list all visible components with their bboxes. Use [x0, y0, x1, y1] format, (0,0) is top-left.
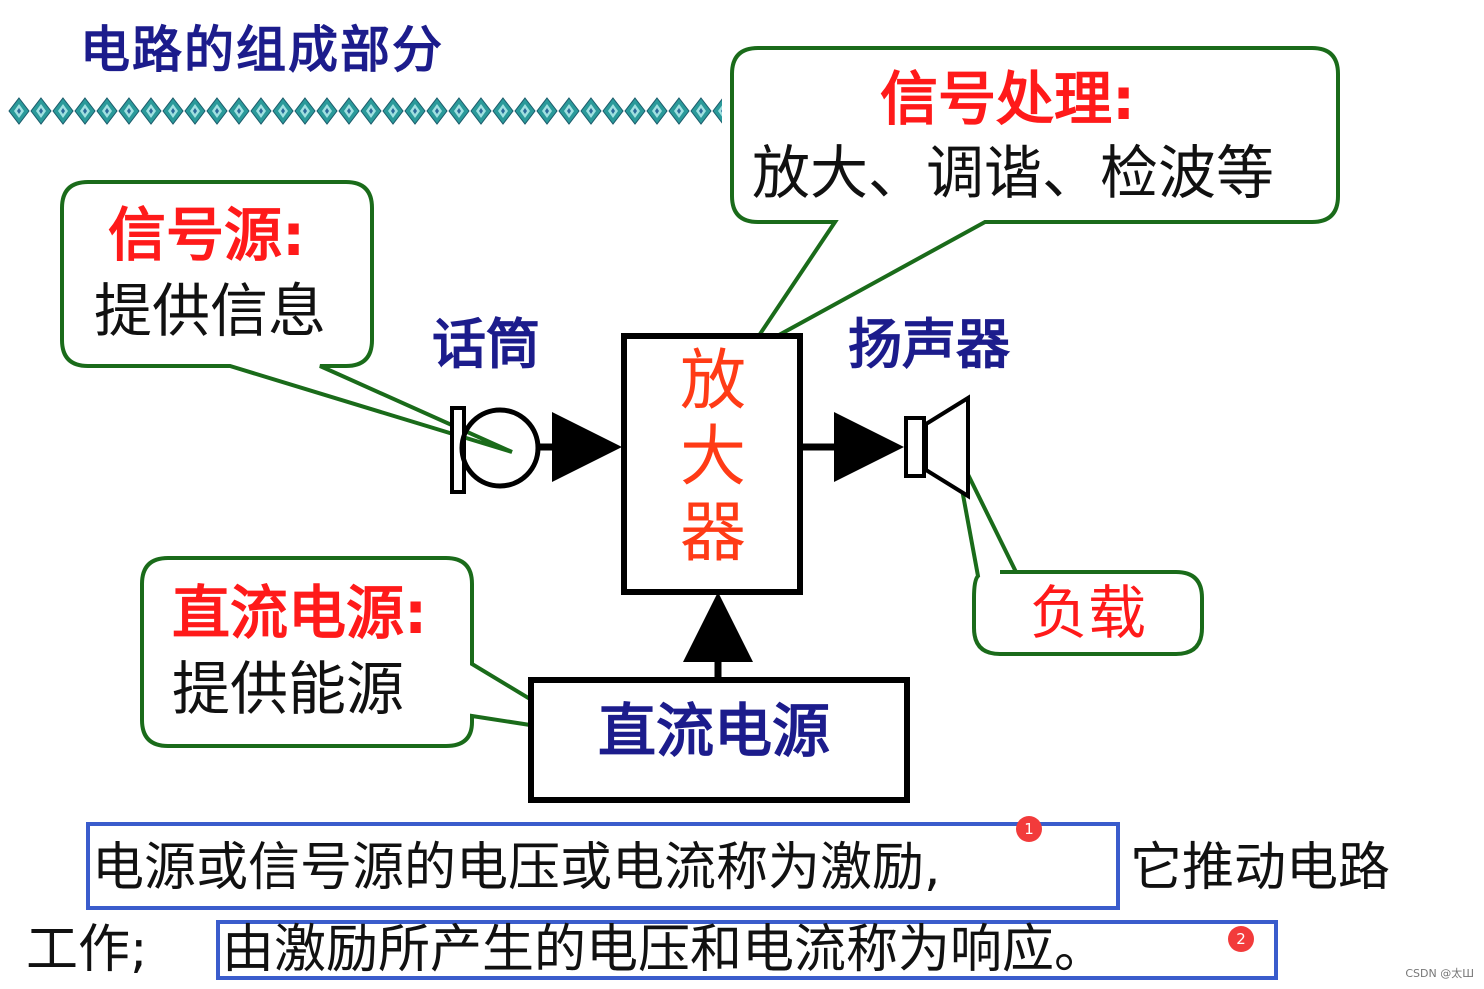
signal-source-body: 提供信息 — [94, 277, 327, 345]
excitation-text-continued: 它推动电路 — [1130, 838, 1391, 898]
annotation-marker-1[interactable]: 1 — [1016, 816, 1042, 842]
dc-supply-callout-shape — [140, 556, 590, 748]
dc-supply-body: 提供能源 — [172, 655, 405, 723]
response-text: 由激励所产生的电压和电流称为响应。 — [222, 920, 1107, 980]
load-callout-shape — [952, 445, 1204, 656]
dc-supply-box — [528, 677, 910, 803]
dc-supply-heading: 直流电源: — [172, 579, 428, 647]
diamond-divider — [8, 96, 722, 126]
highlight-box-excitation — [86, 822, 1120, 910]
excitation-text: 电源或信号源的电压或电流称为激励, — [92, 838, 941, 898]
watermark: CSDN @太Ш — [1405, 967, 1474, 980]
dc-supply-label: 直流电源 — [598, 697, 831, 765]
amplifier-label-char-2: 大 — [680, 418, 746, 495]
speaker-icon — [904, 394, 970, 500]
signal-processing-heading: 信号处理: — [880, 65, 1136, 133]
load-heading: 负载 — [1030, 579, 1147, 647]
signal-source-heading: 信号源: — [108, 201, 306, 269]
signal-processing-body: 放大、调谐、检波等 — [752, 139, 1275, 207]
work-text: 工作; — [26, 920, 148, 980]
signal-source-callout-shape — [60, 180, 513, 454]
amplifier-label-char-1: 放 — [680, 342, 746, 419]
page-title: 电路的组成部分 — [80, 21, 444, 79]
annotation-marker-2[interactable]: 2 — [1228, 926, 1254, 952]
speaker-label: 扬声器 — [848, 313, 1010, 376]
highlight-box-response — [216, 920, 1278, 980]
amplifier-label-char-3: 器 — [680, 494, 746, 571]
microphone-icon — [450, 406, 541, 494]
microphone-label: 话筒 — [432, 313, 540, 376]
